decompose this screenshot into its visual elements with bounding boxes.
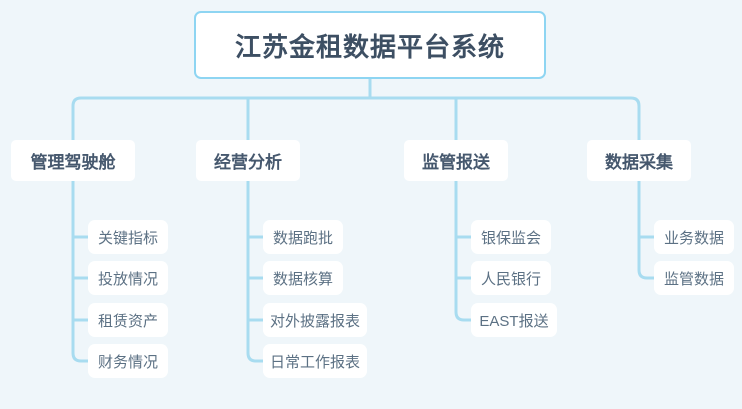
- leaf-node-3-1[interactable]: 银保监会: [471, 220, 551, 254]
- connector-spine-4: [637, 179, 656, 280]
- leaf-node-1-2[interactable]: 投放情况: [88, 261, 168, 295]
- leaf-node-3-3[interactable]: EAST报送: [471, 303, 557, 337]
- branch-node-3-label: 监管报送: [422, 153, 490, 172]
- leaf-node-2-2-label: 数据核算: [272, 270, 333, 288]
- branch-node-4[interactable]: 数据采集: [587, 140, 691, 181]
- leaf-node-2-1[interactable]: 数据跑批: [263, 220, 343, 254]
- leaf-node-1-4-label: 财务情况: [97, 353, 158, 371]
- branch-node-2-label: 经营分析: [214, 153, 282, 172]
- connector-spine-3: [454, 179, 473, 322]
- leaf-node-2-4-label: 日常工作报表: [269, 353, 360, 371]
- leaf-node-3-2[interactable]: 人民银行: [471, 261, 551, 295]
- leaf-node-4-2-label: 监管数据: [663, 270, 724, 288]
- root-node[interactable]: 江苏金租数据平台系统: [194, 11, 546, 79]
- leaf-node-4-1[interactable]: 业务数据: [654, 220, 734, 254]
- leaf-node-1-4[interactable]: 财务情况: [88, 344, 168, 378]
- leaf-node-2-4[interactable]: 日常工作报表: [263, 344, 367, 378]
- leaf-node-3-2-label: 人民银行: [480, 270, 541, 288]
- leaf-node-1-3[interactable]: 租赁资产: [88, 303, 168, 337]
- leaf-node-2-2[interactable]: 数据核算: [263, 261, 343, 295]
- branch-node-1[interactable]: 管理驾驶舱: [11, 140, 135, 181]
- branch-node-1-label: 管理驾驶舱: [30, 153, 116, 172]
- leaf-node-1-2-label: 投放情况: [97, 270, 158, 288]
- leaf-node-2-3-label: 对外披露报表: [269, 312, 360, 330]
- connector-spine-1: [71, 179, 90, 363]
- branch-node-3[interactable]: 监管报送: [404, 140, 508, 181]
- leaf-node-1-3-label: 租赁资产: [97, 312, 158, 330]
- leaf-node-4-2[interactable]: 监管数据: [654, 261, 734, 295]
- leaf-node-4-1-label: 业务数据: [663, 229, 724, 247]
- connector-bus: [71, 96, 641, 142]
- leaf-node-3-3-label: EAST报送: [479, 312, 549, 330]
- branch-node-2[interactable]: 经营分析: [196, 140, 300, 181]
- connector-spine-2: [246, 179, 265, 363]
- leaf-node-1-1[interactable]: 关键指标: [88, 220, 168, 254]
- leaf-node-2-3[interactable]: 对外披露报表: [263, 303, 367, 337]
- leaf-node-1-1-label: 关键指标: [97, 229, 158, 247]
- leaf-node-2-1-label: 数据跑批: [272, 229, 333, 247]
- branch-node-4-label: 数据采集: [605, 153, 673, 172]
- leaf-node-3-1-label: 银保监会: [480, 229, 541, 247]
- root-node-label: 江苏金租数据平台系统: [234, 31, 505, 62]
